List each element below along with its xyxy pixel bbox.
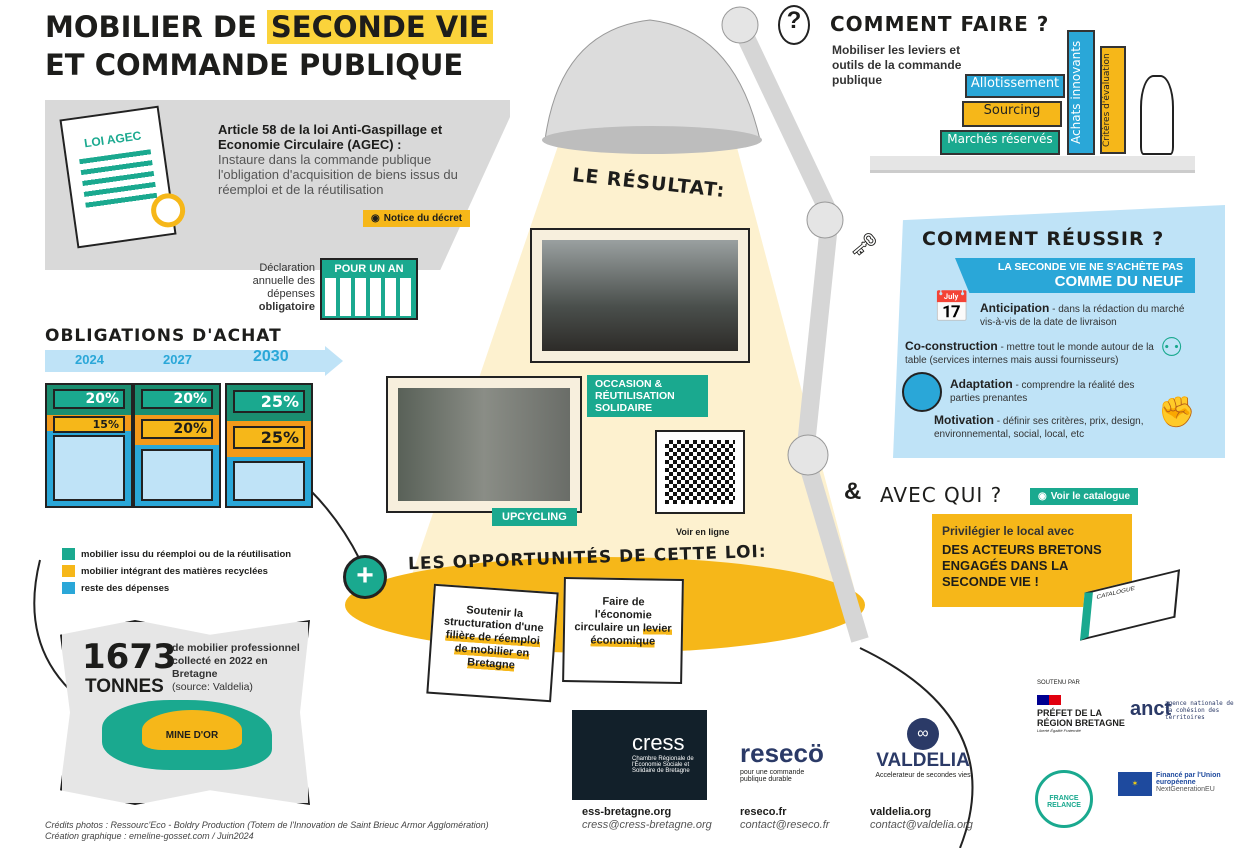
eu-flag-icon: ✶ — [1118, 772, 1152, 796]
cabinet-2024: 20% 15% — [45, 383, 133, 508]
obligations-title: OBLIGATIONS D'ACHAT — [45, 326, 282, 346]
key-icon: 🗝 — [850, 232, 878, 257]
legend: mobilier issu du réemploi ou de la réuti… — [62, 548, 291, 599]
upcycling-label: UPCYCLING — [492, 508, 577, 526]
fist-icon: ✊ — [1158, 396, 1196, 429]
reussir-title: COMMENT RÉUSSIR ? — [922, 228, 1165, 250]
notice-decret-button[interactable]: ◉Notice du décret — [363, 210, 471, 227]
item-motivation: Motivation - définir ses critères, prix,… — [934, 413, 1144, 441]
timeline-years: 2024 2027 2030 — [75, 348, 289, 367]
calendar-icon-2: 📅 — [933, 291, 971, 324]
shelf — [870, 156, 1195, 170]
arrow-head-icon — [325, 346, 343, 376]
book-criteres: Critères d'évaluation — [1100, 46, 1126, 154]
tonnage-number: 1673 — [82, 637, 177, 677]
photo-meeting-room — [530, 228, 750, 363]
voir-catalogue-button[interactable]: ◉Voir le catalogue — [1030, 488, 1139, 505]
eye-icon: ◉ — [371, 213, 380, 224]
qr-label: Voir en ligne — [676, 527, 730, 537]
book-achats-innovants: Achats innovants — [1067, 30, 1095, 155]
book-allotissement: Allotissement — [965, 74, 1065, 98]
people-icon: & — [844, 478, 862, 505]
occasion-label: OCCASION & RÉUTILISATION SOLIDAIRE — [587, 375, 708, 417]
eye-icon: ◉ — [1038, 491, 1047, 502]
cabinet-2027: 20% 20% — [133, 383, 221, 508]
question-icon: ? — [778, 5, 810, 45]
loi-agec-scroll-icon: LOI AGEC — [59, 105, 188, 249]
qr-code[interactable] — [655, 430, 745, 514]
loi-text: Article 58 de la loi Anti-Gaspillage et … — [218, 122, 458, 197]
faire-title: COMMENT FAIRE ? — [830, 12, 1050, 36]
credits: Crédits photos : Ressourc'Eco - Boldry P… — [45, 820, 489, 841]
reussir-panel — [893, 205, 1225, 458]
tonnage-unit: TONNES — [85, 676, 164, 697]
photo-upcycling — [386, 376, 582, 513]
calendar-icon: POUR UN AN — [320, 258, 418, 320]
opportunity-card-2: Faire de l'économie circulaire un levier… — [562, 576, 684, 685]
qui-title: AVEC QUI ? — [880, 483, 1003, 507]
anct-logo: anct — [1130, 698, 1172, 720]
chameleon-icon — [902, 372, 942, 412]
faire-body: Mobiliser les leviers et outils de la co… — [832, 43, 962, 87]
timeline-arrow — [45, 350, 325, 372]
book-marches-reserves: Marchés réservés — [940, 130, 1060, 155]
cabinet-2030: 25% 25% — [225, 383, 313, 508]
book-sourcing: Sourcing — [962, 101, 1062, 127]
anct-text: agence nationale de la cohésion des terr… — [1165, 700, 1234, 721]
vase-icon — [1140, 75, 1174, 155]
france-relance-logo: FRANCE RELANCE — [1035, 770, 1093, 828]
opportunity-card-1: Soutenir la structuration d'une filière … — [426, 583, 559, 703]
tonnage-desc: de mobilier professionnel collecté en 20… — [172, 642, 300, 693]
item-anticipation: Anticipation - dans la rédaction du marc… — [980, 301, 1185, 329]
declaration-text: Déclaration annuelle des dépenses obliga… — [252, 262, 315, 313]
plus-icon: + — [343, 555, 387, 599]
soutenu-label: SOUTENU PAR — [1037, 680, 1080, 686]
item-adaptation: Adaptation - comprendre la réalité des p… — [950, 377, 1135, 405]
meeting-icon: ⚇ — [1160, 332, 1184, 362]
item-coconstruction: Co-construction - mettre tout le monde a… — [905, 339, 1154, 367]
